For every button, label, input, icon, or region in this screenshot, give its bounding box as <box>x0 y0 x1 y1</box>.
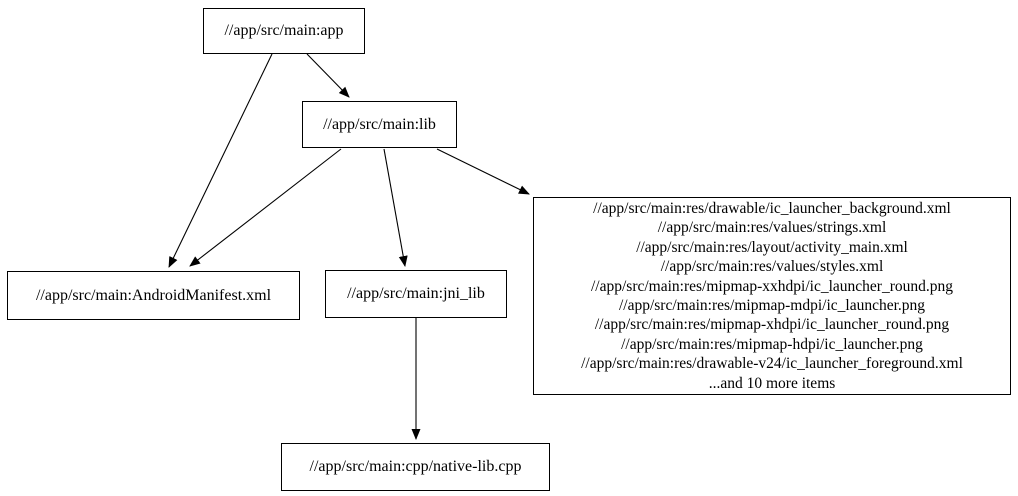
node-android-manifest: //app/src/main:AndroidManifest.xml <box>7 271 300 320</box>
edge-lib-to-jni-lib <box>383 148 408 267</box>
res-group-line: //app/src/main:res/mipmap-xhdpi/ic_launc… <box>594 316 950 334</box>
res-group-line: //app/src/main:res/layout/activity_main.… <box>636 238 908 256</box>
edge-app-to-lib <box>306 53 350 98</box>
node-jni-lib-label: //app/src/main:jni_lib <box>347 285 485 302</box>
node-jni-lib: //app/src/main:jni_lib <box>325 270 507 318</box>
edge-lib-to-android-manifest <box>189 148 342 267</box>
edge-lib-to-res-group <box>436 148 530 195</box>
res-group-line: //app/src/main:res/mipmap-mdpi/ic_launch… <box>618 297 926 314</box>
node-native-lib-cpp-label: //app/src/main:cpp/native-lib.cpp <box>309 458 522 475</box>
res-group-line: //app/src/main:res/values/strings.xml <box>657 219 887 237</box>
node-res-group: //app/src/main:res/drawable/ic_launcher_… <box>533 197 1011 395</box>
node-lib: //app/src/main:lib <box>302 101 457 148</box>
node-app: //app/src/main:app <box>203 8 365 54</box>
node-native-lib-cpp: //app/src/main:cpp/native-lib.cpp <box>281 443 550 491</box>
res-group-line: //app/src/main:res/drawable-v24/ic_launc… <box>581 355 963 373</box>
edge-app-to-android-manifest <box>168 53 273 268</box>
node-android-manifest-label: //app/src/main:AndroidManifest.xml <box>35 286 272 304</box>
res-group-line: //app/src/main:res/mipmap-xxhdpi/ic_laun… <box>590 277 953 295</box>
res-group-line: //app/src/main:res/mipmap-hdpi/ic_launch… <box>621 335 923 353</box>
node-lib-label: //app/src/main:lib <box>323 115 436 133</box>
node-app-label: //app/src/main:app <box>224 22 344 39</box>
res-group-more-items: ...and 10 more items <box>708 374 836 392</box>
res-group-line: //app/src/main:res/drawable/ic_launcher_… <box>593 199 951 217</box>
res-group-line: //app/src/main:res/values/styles.xml <box>660 258 884 276</box>
